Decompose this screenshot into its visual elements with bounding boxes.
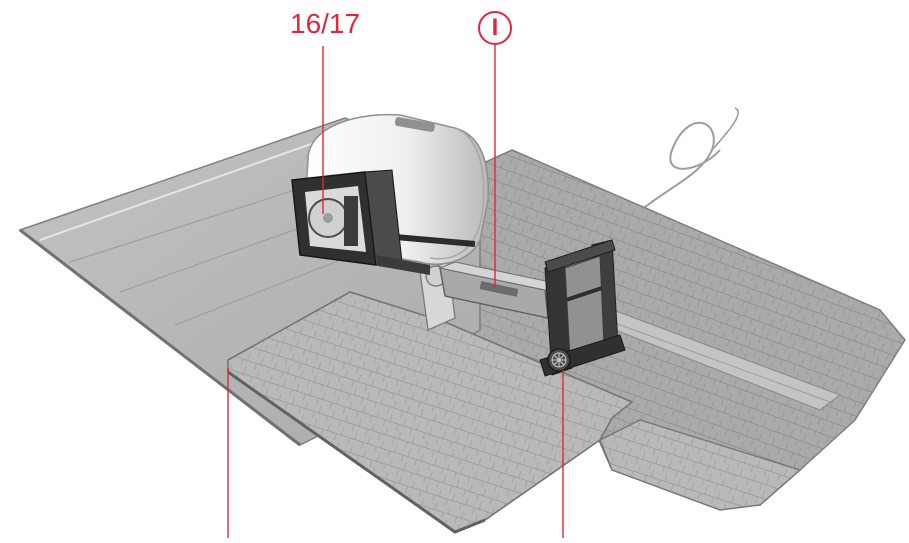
spoked-wheel-icon	[547, 348, 571, 372]
slider-slot	[479, 281, 519, 297]
lower-right-deck	[599, 419, 802, 511]
step-marker-badge: I	[478, 11, 512, 45]
part-number-label: 16/17	[290, 8, 361, 39]
gantry-top-beam	[544, 239, 616, 273]
base-front-edge	[19, 228, 301, 447]
gantry-cross-bar	[565, 286, 603, 302]
power-cable	[627, 121, 721, 223]
front-deck-edge	[227, 370, 486, 534]
power-cable-end	[711, 107, 739, 151]
drum-frame	[291, 169, 430, 275]
